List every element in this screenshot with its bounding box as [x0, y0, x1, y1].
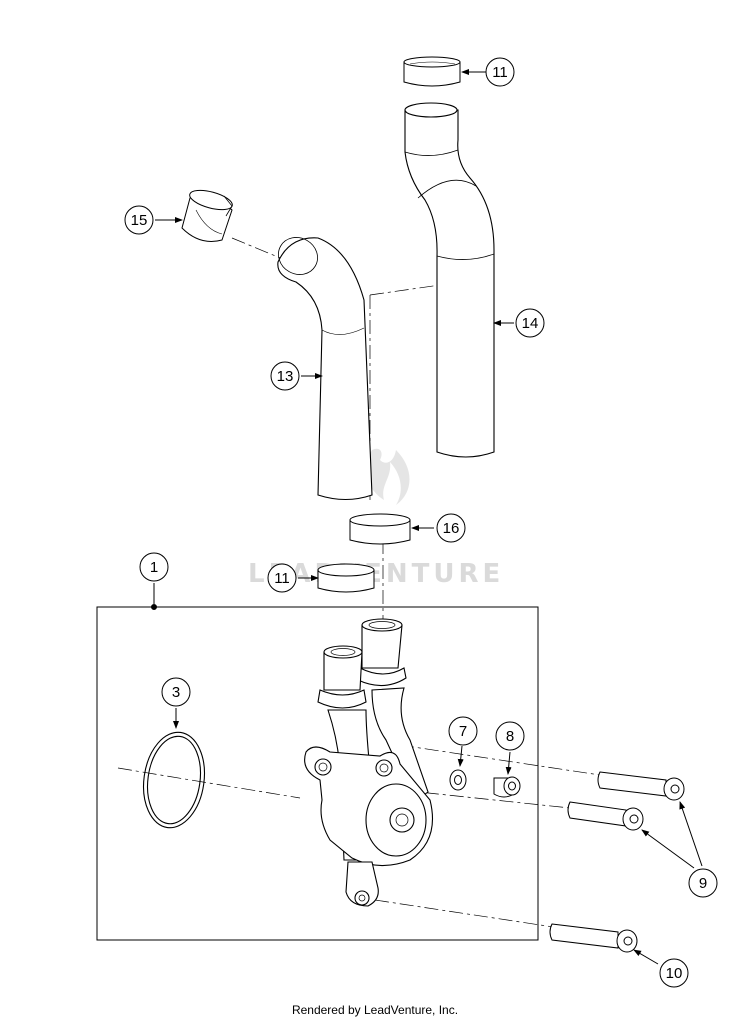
callout-label: 1 — [150, 559, 158, 576]
callout-8: 8 — [495, 721, 525, 751]
o-ring — [138, 728, 211, 831]
callout-label: 8 — [506, 728, 514, 745]
callout-9: 9 — [688, 868, 718, 898]
hose-bent — [272, 230, 372, 499]
callout-11-top: 11 — [485, 57, 515, 87]
callout-label: 14 — [522, 315, 539, 332]
footer-credit: Rendered by LeadVenture, Inc. — [291, 1003, 459, 1017]
watermark-flame-icon — [366, 448, 410, 505]
callout-7: 7 — [448, 716, 478, 746]
callout-label: 3 — [172, 684, 180, 701]
callout-label: 16 — [443, 520, 460, 537]
callout-15: 15 — [124, 205, 154, 235]
callout-3: 3 — [161, 677, 191, 707]
hose-connector — [350, 514, 410, 544]
callout-label: 10 — [666, 965, 683, 982]
bolt-middle — [568, 802, 643, 830]
assembly-box — [96, 606, 539, 941]
callout-label: 11 — [274, 570, 290, 587]
bolt-upper — [598, 772, 684, 800]
callout-16: 16 — [436, 513, 466, 543]
callout-label: 9 — [699, 875, 707, 892]
callout-label: 11 — [492, 64, 508, 81]
washer — [450, 770, 466, 790]
pump-housing — [305, 619, 433, 906]
callout-10: 10 — [659, 958, 689, 988]
band-clamp-left — [182, 187, 234, 242]
callout-label: 15 — [131, 212, 148, 229]
band-clamp-top — [404, 57, 460, 86]
sleeve — [494, 777, 520, 797]
bolt-lower — [550, 924, 637, 952]
callout-13: 13 — [270, 361, 300, 391]
callout-label: 7 — [459, 723, 467, 740]
callout-11-lower: 11 — [267, 563, 297, 593]
callout-label: 13 — [277, 368, 294, 385]
band-clamp-lower — [318, 564, 374, 592]
callout-1: 1 — [139, 552, 169, 582]
leader-lines — [151, 69, 703, 965]
hose-long — [405, 103, 494, 457]
callout-14: 14 — [515, 308, 545, 338]
